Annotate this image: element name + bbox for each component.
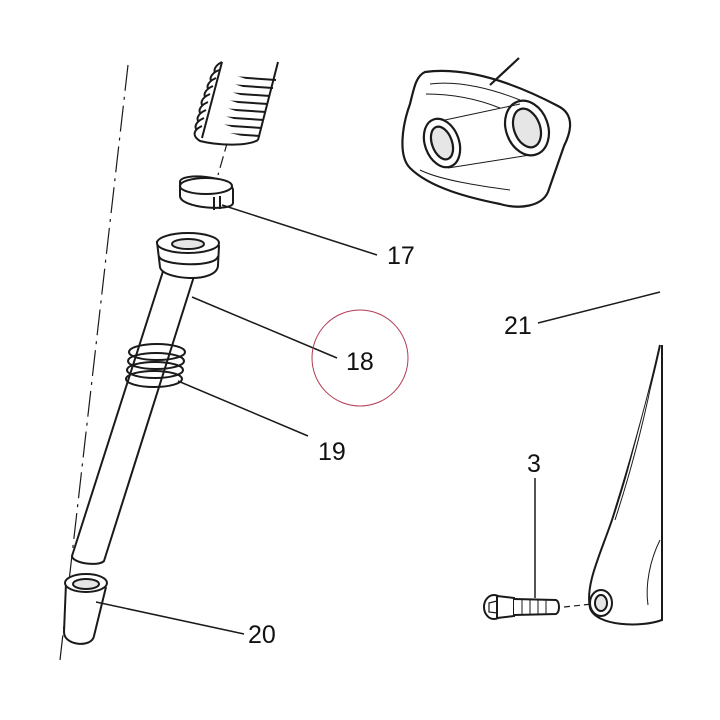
- coil-spring-part: [125, 343, 186, 388]
- bolt-part: [483, 594, 593, 620]
- bushing-part: [62, 573, 108, 645]
- leader-17: [221, 204, 378, 256]
- centerline-left: [59, 64, 129, 661]
- callout-18: 18: [346, 348, 374, 376]
- housing-block-part: [401, 57, 572, 208]
- callout-3: 3: [527, 450, 541, 478]
- callout-17: 17: [387, 242, 415, 270]
- collar-part: [179, 175, 234, 210]
- spring-part: [193, 61, 279, 176]
- tube-part: [70, 232, 221, 565]
- callout-21: 21: [504, 312, 532, 340]
- highlight-circle: [311, 309, 409, 407]
- leader-18: [191, 296, 338, 359]
- leader-21: [537, 291, 661, 324]
- callout-19: 19: [318, 438, 346, 466]
- leader-20: [95, 601, 245, 635]
- leader-19: [177, 380, 309, 437]
- fork-leg-part: [588, 344, 663, 626]
- callout-20: 20: [248, 621, 276, 649]
